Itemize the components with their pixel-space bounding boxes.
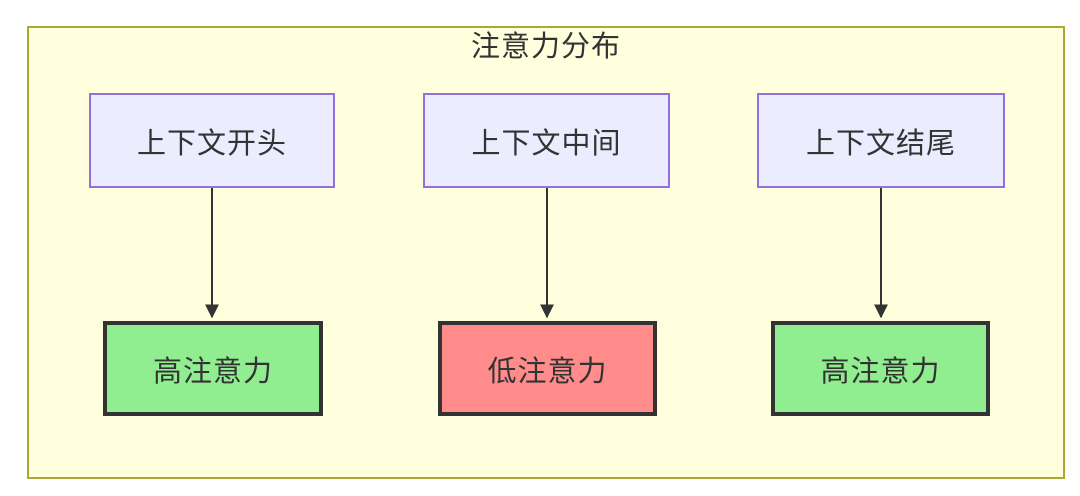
node-context-middle-label: 上下文中间 (471, 127, 622, 160)
node-high-attention-2-label: 高注意力 (820, 355, 941, 388)
node-context-start-label: 上下文开头 (136, 127, 287, 160)
node-context-start: 上下文开头 (89, 93, 335, 188)
node-low-attention-label: 低注意力 (487, 355, 608, 388)
node-low-attention: 低注意力 (438, 321, 657, 416)
node-high-attention-1: 高注意力 (103, 321, 323, 416)
node-context-end: 上下文结尾 (757, 93, 1005, 188)
node-context-end-label: 上下文结尾 (805, 127, 956, 160)
node-context-middle: 上下文中间 (423, 93, 670, 188)
node-high-attention-1-label: 高注意力 (152, 355, 273, 388)
node-high-attention-2: 高注意力 (771, 321, 990, 416)
cluster-title: 注意力分布 (470, 31, 621, 63)
